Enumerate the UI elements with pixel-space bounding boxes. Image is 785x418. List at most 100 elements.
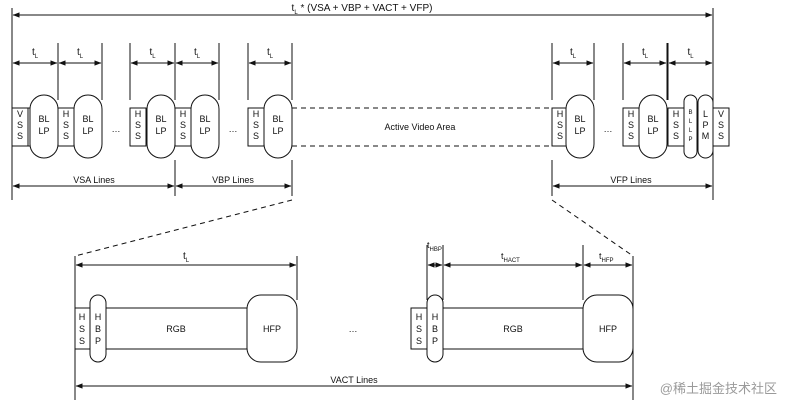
svg-text:S: S [628, 120, 634, 130]
svg-text:P: P [95, 336, 101, 346]
ellipsis: … [349, 324, 358, 334]
line-period-label: tL [149, 47, 156, 60]
svg-text:L: L [703, 109, 708, 119]
svg-text:S: S [79, 336, 85, 346]
line-period-label: tL [77, 47, 84, 60]
svg-text:LP: LP [272, 126, 283, 136]
svg-text:H: H [79, 312, 86, 322]
rgb-label: RGB [503, 324, 523, 334]
svg-text:L: L [689, 128, 693, 134]
bllp-pill [190, 94, 220, 159]
watermark: @稀土掘金技术社区 [660, 381, 777, 396]
ellipsis: … [229, 124, 238, 134]
svg-text:BL: BL [272, 114, 283, 124]
svg-text:H: H [628, 109, 635, 119]
active-video-area-label: Active Video Area [385, 122, 456, 132]
bllp-pill [638, 94, 668, 159]
total-frame-label: tL * (VSA + VBP + VACT + VFP) [292, 3, 433, 16]
hfp-pill [582, 294, 634, 363]
hfp-pill [246, 294, 298, 363]
hbp-pill [89, 294, 107, 363]
svg-text:S: S [135, 120, 141, 130]
svg-text:S: S [17, 131, 23, 141]
line-period-label: tL [267, 47, 274, 60]
svg-text:BL: BL [82, 114, 93, 124]
line-group-brackets: VSA Lines VBP Lines VFP Lines [12, 160, 713, 196]
total-frame-span: tL * (VSA + VBP + VACT + VFP) [11, 3, 714, 200]
ellipsis: … [112, 124, 121, 134]
svg-text:B: B [432, 324, 438, 334]
svg-text:S: S [253, 131, 259, 141]
vbp-lines-label: VBP Lines [212, 175, 254, 185]
svg-text:S: S [17, 120, 23, 130]
ellipsis: … [604, 124, 613, 134]
vact-lines-label: VACT Lines [330, 375, 378, 385]
hbp-pill [426, 294, 444, 363]
t-l-label-bottom: tL [183, 251, 190, 264]
line-period-label: tL [32, 47, 39, 60]
vertical-sync-row-right: H S S BL LP … H S S BL LP H S S B L L P … [551, 94, 730, 159]
svg-text:LP: LP [38, 126, 49, 136]
svg-text:B: B [95, 324, 101, 334]
line-period-label: tL [687, 47, 694, 60]
svg-text:H: H [432, 312, 439, 322]
hss-box [129, 107, 147, 147]
svg-text:P: P [432, 336, 438, 346]
svg-text:S: S [253, 120, 259, 130]
svg-text:BL: BL [574, 114, 585, 124]
vsa-lines-label: VSA Lines [73, 175, 115, 185]
svg-text:S: S [718, 120, 724, 130]
svg-text:S: S [180, 131, 186, 141]
svg-text:S: S [557, 131, 563, 141]
svg-text:BL: BL [38, 114, 49, 124]
svg-text:P: P [688, 137, 692, 143]
svg-text:P: P [702, 120, 708, 130]
hfp-label: HFP [599, 324, 617, 334]
vertical-sync-row-left: V S S BL LP H S S BL LP … H S S BL LP H … [11, 94, 293, 159]
svg-text:LP: LP [199, 126, 210, 136]
line-period-markers: tL tL tL tL tL tL tL tL [11, 43, 714, 100]
svg-text:H: H [135, 109, 142, 119]
svg-text:BL: BL [155, 114, 166, 124]
svg-text:S: S [416, 336, 422, 346]
svg-text:S: S [628, 131, 634, 141]
svg-text:S: S [557, 120, 563, 130]
t-hfp-label: tHFP [599, 251, 614, 264]
svg-text:V: V [718, 109, 724, 119]
svg-text:BL: BL [647, 114, 658, 124]
line-period-label: tL [642, 47, 649, 60]
svg-text:H: H [253, 109, 260, 119]
svg-text:S: S [180, 120, 186, 130]
zoom-lines [74, 199, 634, 257]
line-period-label: tL [194, 47, 201, 60]
bllp-small-pill [683, 94, 698, 159]
svg-text:LP: LP [155, 126, 166, 136]
svg-text:LP: LP [647, 126, 658, 136]
svg-text:H: H [673, 109, 680, 119]
svg-text:LP: LP [82, 126, 93, 136]
svg-text:S: S [135, 131, 141, 141]
line-period-label: tL [570, 47, 577, 60]
active-line-detail: tL H S S H B P RGB HFP … tHBP tHACT tHFP… [74, 240, 634, 400]
svg-text:S: S [63, 120, 69, 130]
svg-text:B: B [688, 110, 692, 116]
vss-box-right [712, 107, 730, 147]
active-video-area: Active Video Area [292, 107, 552, 147]
bllp-pill [263, 94, 293, 159]
svg-text:BL: BL [199, 114, 210, 124]
svg-text:H: H [180, 109, 187, 119]
svg-text:S: S [673, 131, 679, 141]
t-hbp-label: tHBP [427, 240, 442, 253]
bllp-pill [565, 94, 595, 159]
svg-text:H: H [557, 109, 564, 119]
vfp-lines-label: VFP Lines [610, 175, 652, 185]
svg-text:S: S [79, 324, 85, 334]
svg-text:M: M [702, 131, 710, 141]
svg-text:H: H [416, 312, 423, 322]
svg-text:S: S [673, 120, 679, 130]
svg-text:L: L [689, 119, 693, 125]
t-hact-label: tHACT [501, 251, 520, 264]
svg-text:LP: LP [574, 126, 585, 136]
